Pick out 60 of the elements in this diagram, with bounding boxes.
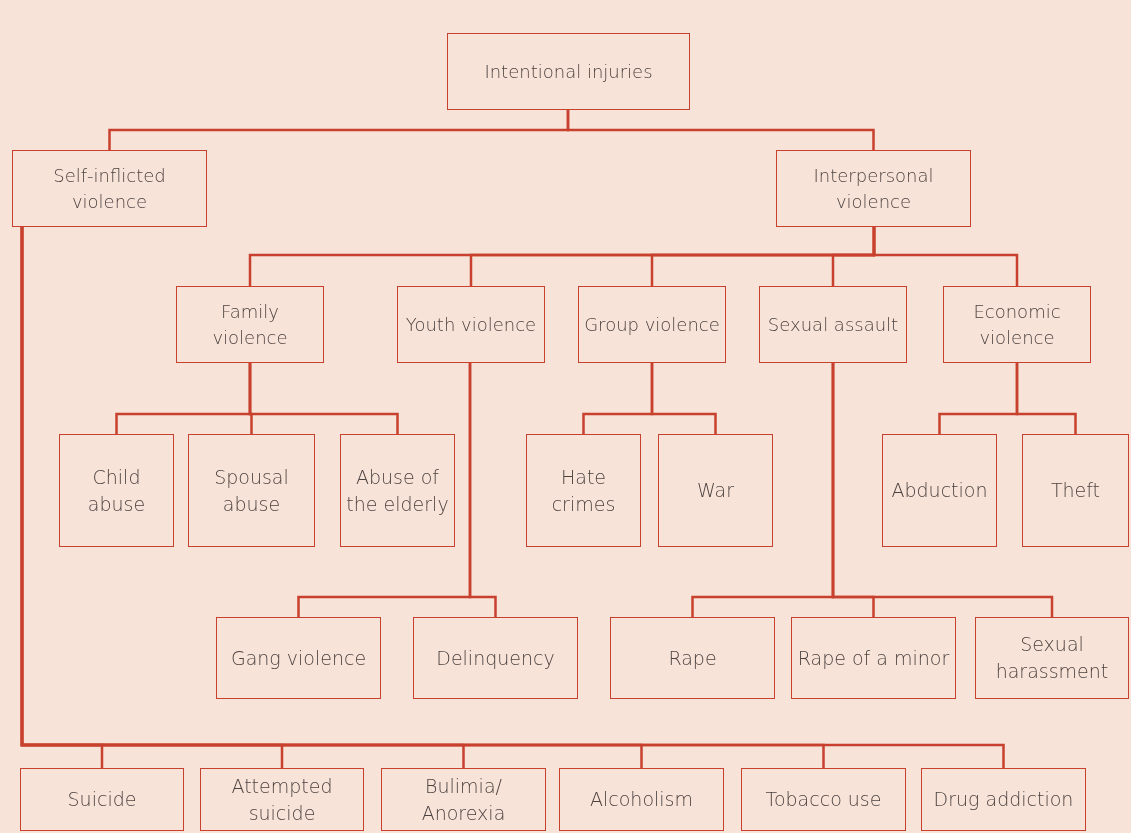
category-box bbox=[921, 768, 1086, 831]
box-label: Family violence bbox=[211, 300, 289, 350]
category-box bbox=[1022, 434, 1129, 547]
category-box bbox=[413, 617, 578, 699]
category-box bbox=[975, 617, 1129, 699]
connector-line bbox=[566, 110, 875, 150]
category-box bbox=[12, 150, 207, 227]
category-box bbox=[20, 768, 184, 831]
box-label: Child abuse bbox=[86, 464, 147, 517]
box-label: Theft bbox=[1050, 478, 1101, 504]
category-box bbox=[397, 286, 545, 363]
category-box bbox=[943, 286, 1091, 363]
category-box bbox=[559, 768, 724, 831]
category-box bbox=[741, 768, 906, 831]
box-label: Delinquency bbox=[436, 645, 555, 671]
box-label: Tobacco use bbox=[765, 787, 882, 813]
box-label: Rape of a minor bbox=[797, 645, 950, 671]
box-label: Intentional injuries bbox=[484, 59, 653, 84]
category-box bbox=[759, 286, 907, 363]
category-box bbox=[658, 434, 773, 547]
box-label: Rape bbox=[668, 645, 717, 671]
category-box bbox=[791, 617, 956, 699]
category-box bbox=[610, 617, 775, 699]
category-box bbox=[776, 150, 971, 227]
box-label: Attempted suicide bbox=[230, 773, 334, 826]
connector-line bbox=[20, 227, 1005, 768]
box-label: Gang violence bbox=[230, 645, 367, 671]
category-box bbox=[59, 434, 174, 547]
box-label: Alcoholism bbox=[590, 787, 693, 813]
box-label: Suicide bbox=[67, 787, 137, 813]
box-label: Abuse of the elderly bbox=[345, 464, 450, 517]
box-label: Bulimia/ Anorexia bbox=[420, 773, 507, 826]
box-label: Youth violence bbox=[405, 312, 537, 337]
category-box bbox=[188, 434, 315, 547]
box-label: Sexual harassment bbox=[994, 632, 1110, 684]
category-box bbox=[578, 286, 726, 363]
category-box bbox=[381, 768, 546, 831]
box-label: Hate crimes bbox=[550, 464, 617, 517]
box-label: Drug addiction bbox=[933, 787, 1074, 813]
box-label: Spousal abuse bbox=[213, 464, 290, 517]
connector-line bbox=[872, 227, 1019, 286]
box-label: Self-inflicted violence bbox=[52, 164, 167, 214]
category-box bbox=[340, 434, 455, 547]
connector-line bbox=[650, 363, 717, 434]
box-label: War bbox=[697, 478, 734, 504]
box-label: Group violence bbox=[584, 312, 720, 337]
category-box bbox=[526, 434, 641, 547]
box-label: Abduction bbox=[891, 478, 988, 504]
connector-line bbox=[831, 363, 1054, 617]
box-label: Economic violence bbox=[972, 300, 1062, 350]
box-label: Sexual assault bbox=[767, 312, 899, 337]
category-box bbox=[447, 33, 690, 110]
category-box bbox=[882, 434, 997, 547]
category-box bbox=[216, 617, 381, 699]
connector-line bbox=[1015, 363, 1077, 434]
connector-line bbox=[468, 363, 497, 617]
box-label: Interpersonal violence bbox=[812, 164, 935, 214]
connector-line bbox=[248, 363, 399, 434]
category-box bbox=[176, 286, 324, 363]
category-box bbox=[200, 768, 364, 831]
